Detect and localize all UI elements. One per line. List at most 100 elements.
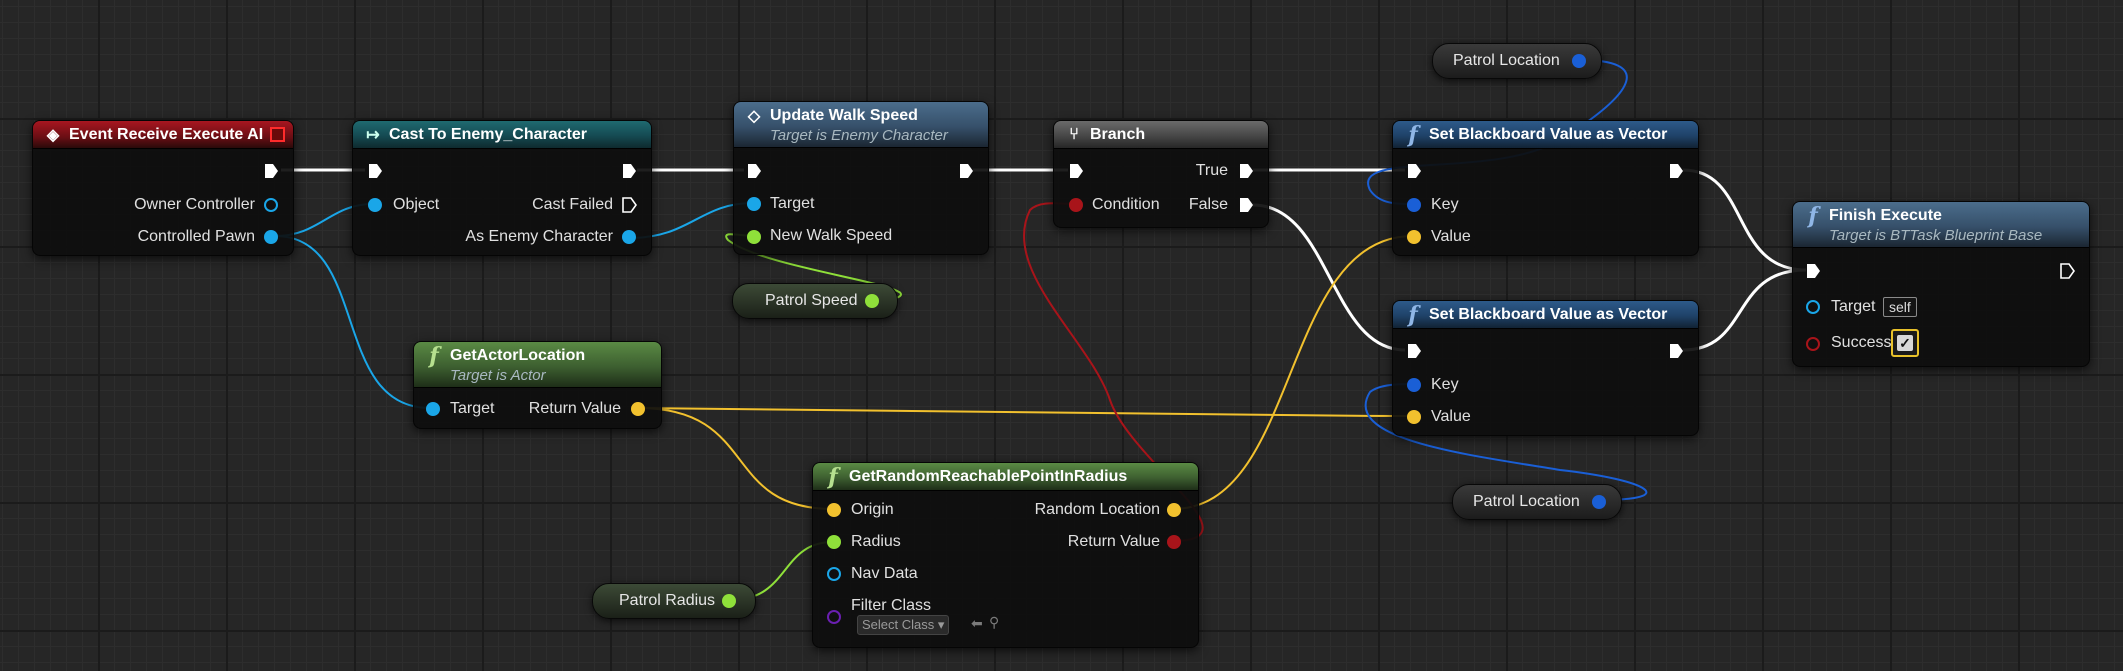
- node-title: Update Walk Speed: [770, 106, 918, 124]
- variable-label: Patrol Location: [1473, 493, 1580, 510]
- pin-label: Target: [770, 195, 815, 212]
- origin-pin[interactable]: [826, 502, 842, 518]
- exec-in-pin[interactable]: [1068, 163, 1084, 179]
- variable-label: Patrol Location: [1453, 52, 1560, 69]
- pin-label: Key: [1431, 376, 1459, 393]
- exec-wire: [1252, 203, 1406, 352]
- function-f-icon: f: [1408, 121, 1418, 148]
- success-checkbox[interactable]: ✓: [1891, 329, 1919, 357]
- cast-failed-pin[interactable]: [621, 197, 637, 213]
- variable-output-pin[interactable]: [721, 593, 737, 609]
- true-exec-pin[interactable]: [1238, 163, 1254, 179]
- target-pin[interactable]: [425, 401, 441, 417]
- new-walk-speed-pin[interactable]: [746, 229, 762, 245]
- node-subtitle: Target is Actor: [450, 366, 546, 384]
- controlled-pawn-pin[interactable]: [263, 229, 279, 245]
- update-walk-speed-node[interactable]: ◇Update Walk Speed Target is Enemy Chara…: [733, 101, 989, 255]
- target-default-self[interactable]: self: [1883, 297, 1917, 317]
- node-title: Finish Execute: [1829, 206, 1942, 224]
- object-pin[interactable]: [367, 197, 383, 213]
- pin-label: Return Value: [1067, 533, 1160, 550]
- set-blackboard-value-as-vector-node-2[interactable]: f Set Blackboard Value as Vector Key Val…: [1392, 300, 1699, 436]
- filter-class-pin[interactable]: [826, 609, 842, 625]
- branch-node[interactable]: ⑂ Branch True Condition False: [1053, 120, 1269, 228]
- exec-in-pin[interactable]: [367, 163, 383, 179]
- variable-output-pin[interactable]: [864, 293, 880, 309]
- value-pin[interactable]: [1406, 409, 1422, 425]
- exec-out-pin[interactable]: [263, 163, 279, 179]
- node-header[interactable]: ⑂ Branch: [1054, 121, 1268, 149]
- radius-pin[interactable]: [826, 534, 842, 550]
- pin-label: Cast Failed: [532, 196, 613, 213]
- node-title: Branch: [1090, 125, 1146, 143]
- false-exec-pin[interactable]: [1238, 197, 1254, 213]
- node-header[interactable]: ◇Update Walk Speed Target is Enemy Chara…: [734, 102, 988, 148]
- chevron-down-icon: ▾: [937, 617, 945, 632]
- key-pin[interactable]: [1406, 377, 1422, 393]
- pin-label: Radius: [851, 533, 901, 550]
- browse-search-icon[interactable]: ⚲: [989, 614, 1000, 630]
- variable-output-pin[interactable]: [1591, 494, 1607, 510]
- function-f-icon: f: [1408, 301, 1418, 328]
- patrol-location-variable-bottom[interactable]: Patrol Location: [1452, 484, 1622, 520]
- node-header[interactable]: ↦ Cast To Enemy_Character: [353, 121, 651, 149]
- event-receive-execute-ai-node[interactable]: ◈ Event Receive Execute AI Owner Control…: [32, 120, 294, 256]
- branch-icon: ⑂: [1069, 125, 1079, 143]
- pin-label: Return Value: [528, 400, 621, 417]
- pin-label: Filter Class: [851, 597, 932, 614]
- exec-out-pin[interactable]: [958, 163, 974, 179]
- exec-out-pin[interactable]: [1668, 343, 1684, 359]
- return-value-pin[interactable]: [1166, 534, 1182, 550]
- exec-out-pin[interactable]: [1668, 163, 1684, 179]
- as-enemy-character-pin[interactable]: [621, 229, 637, 245]
- node-subtitle: Target is BTTask Blueprint Base: [1829, 226, 2043, 244]
- node-header[interactable]: f GetRandomReachablePointInRadius: [813, 463, 1198, 491]
- pin-label: True: [1195, 162, 1228, 179]
- variable-output-pin[interactable]: [1571, 53, 1587, 69]
- use-selected-arrow-icon[interactable]: ⬅: [971, 615, 983, 631]
- random-location-pin[interactable]: [1166, 502, 1182, 518]
- delegate-pin-icon[interactable]: [270, 127, 285, 142]
- check-icon: ✓: [1897, 335, 1913, 351]
- success-pin[interactable]: [1805, 336, 1821, 352]
- select-class-dropdown[interactable]: Select Class ▾: [857, 615, 950, 635]
- pin-label: Value: [1431, 408, 1471, 425]
- variable-label: Patrol Speed: [765, 292, 858, 309]
- cast-arrow-icon: ↦: [366, 126, 380, 144]
- get-random-reachable-point-node[interactable]: f GetRandomReachablePointInRadius Origin…: [812, 462, 1199, 648]
- node-title: GetRandomReachablePointInRadius: [849, 467, 1128, 485]
- exec-in-pin[interactable]: [1406, 163, 1422, 179]
- nav-data-pin[interactable]: [826, 566, 842, 582]
- set-blackboard-value-as-vector-node-1[interactable]: f Set Blackboard Value as Vector Key Val…: [1392, 120, 1699, 256]
- node-title: Set Blackboard Value as Vector: [1429, 125, 1668, 143]
- node-header[interactable]: f Set Blackboard Value as Vector: [1393, 121, 1698, 149]
- pin-label: Owner Controller: [134, 196, 255, 213]
- pin-label: Object: [393, 196, 440, 213]
- node-header[interactable]: f Set Blackboard Value as Vector: [1393, 301, 1698, 329]
- exec-in-pin[interactable]: [746, 163, 762, 179]
- exec-in-pin[interactable]: [1406, 343, 1422, 359]
- target-pin[interactable]: [1805, 299, 1821, 315]
- condition-pin[interactable]: [1068, 197, 1084, 213]
- key-pin[interactable]: [1406, 197, 1422, 213]
- owner-controller-pin[interactable]: [263, 197, 279, 213]
- pin-label: Key: [1431, 196, 1459, 213]
- patrol-speed-variable[interactable]: Patrol Speed: [732, 283, 898, 319]
- node-header[interactable]: ◈ Event Receive Execute AI: [33, 121, 293, 149]
- cast-to-enemy-character-node[interactable]: ↦ Cast To Enemy_Character Object Cast Fa…: [352, 120, 652, 256]
- patrol-location-variable-top[interactable]: Patrol Location: [1432, 43, 1602, 79]
- return-value-pin[interactable]: [630, 401, 646, 417]
- exec-in-pin[interactable]: [1805, 263, 1821, 279]
- value-pin[interactable]: [1406, 229, 1422, 245]
- pin-label: Target: [450, 400, 495, 417]
- exec-out-pin[interactable]: [2059, 263, 2075, 279]
- node-title: Cast To Enemy_Character: [389, 125, 587, 143]
- target-pin[interactable]: [746, 196, 762, 212]
- pin-label: Origin: [851, 501, 894, 518]
- exec-out-pin[interactable]: [621, 163, 637, 179]
- patrol-radius-variable[interactable]: Patrol Radius: [592, 583, 756, 619]
